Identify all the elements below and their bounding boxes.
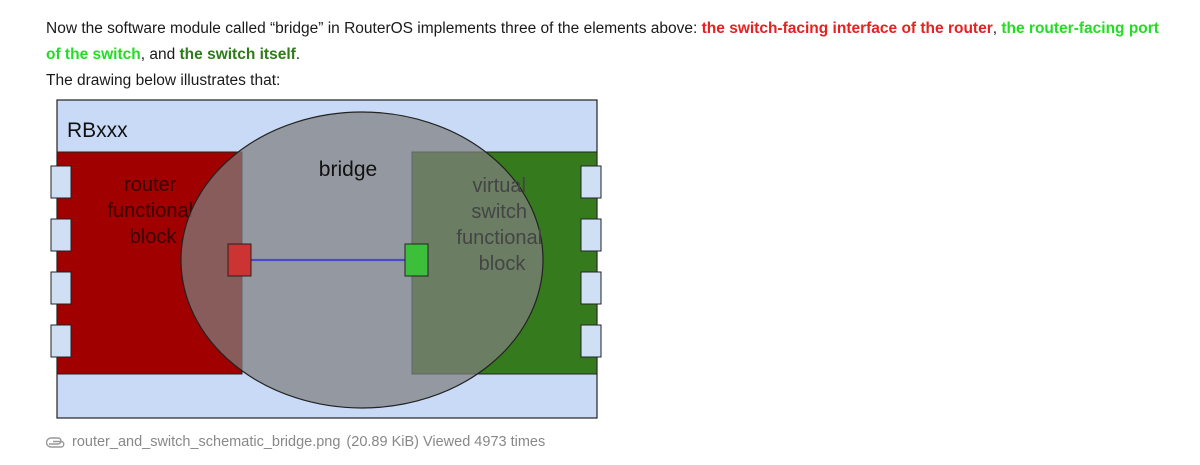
switch-block-line: block (479, 253, 527, 275)
highlight-router-interface: the switch-facing interface of the route… (701, 20, 993, 37)
device-label: RBxxx (67, 119, 128, 142)
bridge-label: bridge (319, 158, 377, 181)
post-text-sep: , and (140, 46, 180, 63)
switch-port (580, 165, 602, 199)
attachment-meta: (20.89 KiB) Viewed 4973 times (346, 434, 546, 450)
paperclip-icon (46, 437, 65, 448)
post-text-end: . (295, 46, 301, 63)
switch-block-line: switch (471, 201, 527, 223)
bridge-schematic-svg: RBxxx router functional block bridge vir… (50, 99, 602, 419)
attachment-info: router_and_switch_schematic_bridge.png (… (46, 434, 545, 450)
router-interface-port (227, 243, 252, 277)
highlight-switch-port: the router-facing port of the switch (46, 20, 1159, 63)
post-body: Now the software module called “bridge” … (46, 16, 1176, 94)
router-block-label: router functional block (107, 174, 198, 248)
router-block-line: router (124, 174, 177, 196)
post-paragraph-1: Now the software module called “bridge” … (46, 16, 1176, 68)
highlight-switch: the switch itself (179, 46, 296, 63)
bridge-schematic-image: RBxxx router functional block bridge vir… (46, 99, 606, 421)
post-paragraph-2: The drawing below illustrates that: (46, 72, 281, 89)
router-port (50, 324, 72, 358)
switch-router-facing-port (404, 243, 429, 277)
switch-block-label: virtual switch functional block (456, 175, 547, 275)
router-port (50, 271, 72, 305)
router-port (50, 165, 72, 199)
post-text: Now the software module called “bridge” … (46, 20, 702, 37)
switch-block-line: virtual (473, 175, 526, 197)
switch-port (580, 324, 602, 358)
switch-port (580, 218, 602, 252)
post-text-sep: , (992, 20, 1002, 37)
router-block-line: block (130, 226, 178, 248)
router-block-line: functional (107, 200, 193, 222)
attachment-filename-link[interactable]: router_and_switch_schematic_bridge.png (72, 434, 341, 450)
router-port (50, 218, 72, 252)
switch-port (580, 271, 602, 305)
switch-block-line: functional (456, 227, 542, 249)
